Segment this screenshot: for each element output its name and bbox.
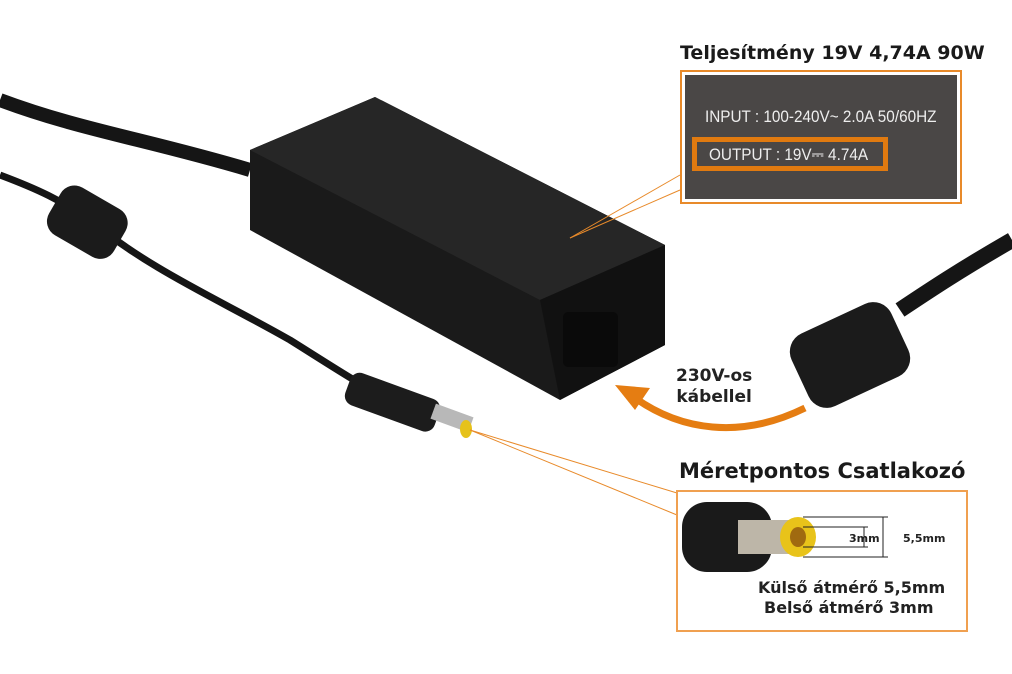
ferrite-bead: [46, 185, 128, 259]
ac-cable: [895, 233, 1012, 317]
spec-title: Teljesítmény 19V 4,74A 90W: [680, 42, 985, 64]
cable-label-line2: kábellel: [676, 387, 752, 407]
plug-hole: [790, 527, 806, 547]
connector-title: Méretpontos Csatlakozó: [679, 459, 966, 483]
callout-line: [469, 429, 678, 494]
adapter-top: [250, 97, 665, 300]
callout-line: [469, 429, 678, 516]
inner-dimension: 3mm: [849, 532, 880, 545]
cable-label: 230V-os kábellel: [676, 366, 752, 408]
ac-plug: [789, 302, 911, 408]
spec-label-box: INPUT : 100-240V~ 2.0A 50/60HZ OUTPUT : …: [680, 70, 962, 204]
plug-tip-yellow: [460, 420, 472, 438]
callout-line: [569, 174, 681, 239]
ac-socket: [563, 312, 618, 367]
arrow-icon: [632, 395, 807, 432]
dc-plug: [344, 372, 441, 432]
connector-box: 3mm 5,5mm Külső átmérő 5,5mm Belső átmér…: [676, 490, 968, 632]
outer-diameter-text: Külső átmérő 5,5mm: [758, 578, 946, 597]
inner-diameter-text: Belső átmérő 3mm: [764, 598, 934, 617]
outer-dimension: 5,5mm: [903, 532, 946, 545]
label-closeup: INPUT : 100-240V~ 2.0A 50/60HZ OUTPUT : …: [685, 75, 957, 199]
output-spec: OUTPUT : 19V⎓ 4.74A: [709, 145, 869, 164]
dc-cable: [0, 171, 392, 404]
callout-line: [569, 189, 681, 239]
cable-label-line1: 230V-os: [676, 366, 753, 386]
dc-cable-top: [0, 93, 253, 177]
input-spec: INPUT : 100-240V~ 2.0A 50/60HZ: [705, 107, 937, 126]
connector-closeup: [682, 502, 888, 572]
plug-body: [682, 502, 772, 572]
output-highlight: OUTPUT : 19V⎓ 4.74A: [692, 137, 888, 171]
arrow-head-icon: [615, 385, 650, 410]
